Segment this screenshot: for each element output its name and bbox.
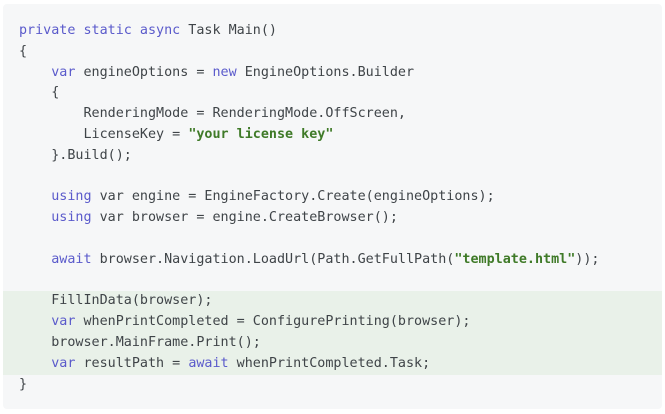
code-line: ​ (3, 167, 662, 188)
code-text: { (19, 85, 60, 101)
code-keyword: using (51, 189, 92, 205)
code-text: browser.Navigation.LoadUrl(Path.GetFullP… (91, 251, 455, 267)
code-text (19, 210, 51, 225)
code-text: }.Build(); (19, 147, 132, 163)
code-keyword: await (51, 251, 92, 267)
code-line: }.Build(); (3, 146, 662, 167)
code-text: whenPrintCompleted = ConfigurePrinting(b… (75, 314, 471, 330)
code-text: Task Main() (180, 23, 277, 38)
code-text: RenderingMode = RenderingMode.OffScreen, (19, 106, 406, 122)
code-line: var whenPrintCompleted = ConfigurePrinti… (3, 312, 662, 333)
code-text: { (19, 43, 28, 59)
code-keyword: await (188, 355, 229, 371)
code-line: { (3, 42, 662, 63)
code-line: } (3, 375, 662, 396)
code-text (19, 189, 51, 204)
code-text (19, 356, 51, 371)
code-block[interactable]: private static async Task Main(){ var en… (3, 4, 662, 409)
code-keyword: var (51, 314, 76, 330)
code-text (19, 65, 51, 80)
code-text: var browser = engine.CreateBrowser(); (91, 210, 398, 226)
code-text: } (19, 376, 28, 392)
code-text: LicenseKey = (19, 126, 189, 142)
code-line: { (3, 83, 662, 104)
code-text: var engine = EngineFactory.Create(engine… (91, 189, 495, 205)
code-line: var resultPath = await whenPrintComplete… (3, 353, 662, 375)
code-string: "template.html" (454, 251, 576, 267)
code-text: resultPath = (75, 355, 189, 371)
code-keyword: var (51, 64, 76, 80)
code-text (19, 252, 51, 267)
code-line: private static async Task Main() (3, 21, 662, 42)
code-keyword: using (51, 210, 92, 226)
code-line: ​ (3, 271, 662, 292)
code-text: engineOptions = (75, 64, 213, 80)
code-line: ​ (3, 229, 662, 250)
code-line: var engineOptions = new EngineOptions.Bu… (3, 63, 662, 84)
code-line: await browser.Navigation.LoadUrl(Path.Ge… (3, 250, 662, 271)
code-keyword: new (212, 64, 237, 80)
code-lines: private static async Task Main(){ var en… (3, 21, 662, 395)
code-text: FillInData(browser); (19, 293, 213, 309)
code-line: browser.MainFrame.Print(); (3, 332, 662, 354)
code-line: FillInData(browser); (3, 291, 662, 313)
code-text: EngineOptions.Builder (236, 64, 415, 80)
code-line: RenderingMode = RenderingMode.OffScreen, (3, 104, 662, 125)
code-text (19, 314, 51, 329)
code-line: using var browser = engine.CreateBrowser… (3, 208, 662, 229)
code-string: "your license key" (188, 126, 334, 142)
code-text: browser.MainFrame.Print(); (19, 334, 261, 350)
code-keyword: var (51, 355, 76, 371)
code-text: whenPrintCompleted.Task; (228, 355, 431, 371)
code-line: using var engine = EngineFactory.Create(… (3, 187, 662, 208)
code-keyword: private static async (19, 23, 181, 38)
code-line: LicenseKey = "your license key" (3, 125, 662, 146)
code-text: )); (575, 251, 600, 267)
